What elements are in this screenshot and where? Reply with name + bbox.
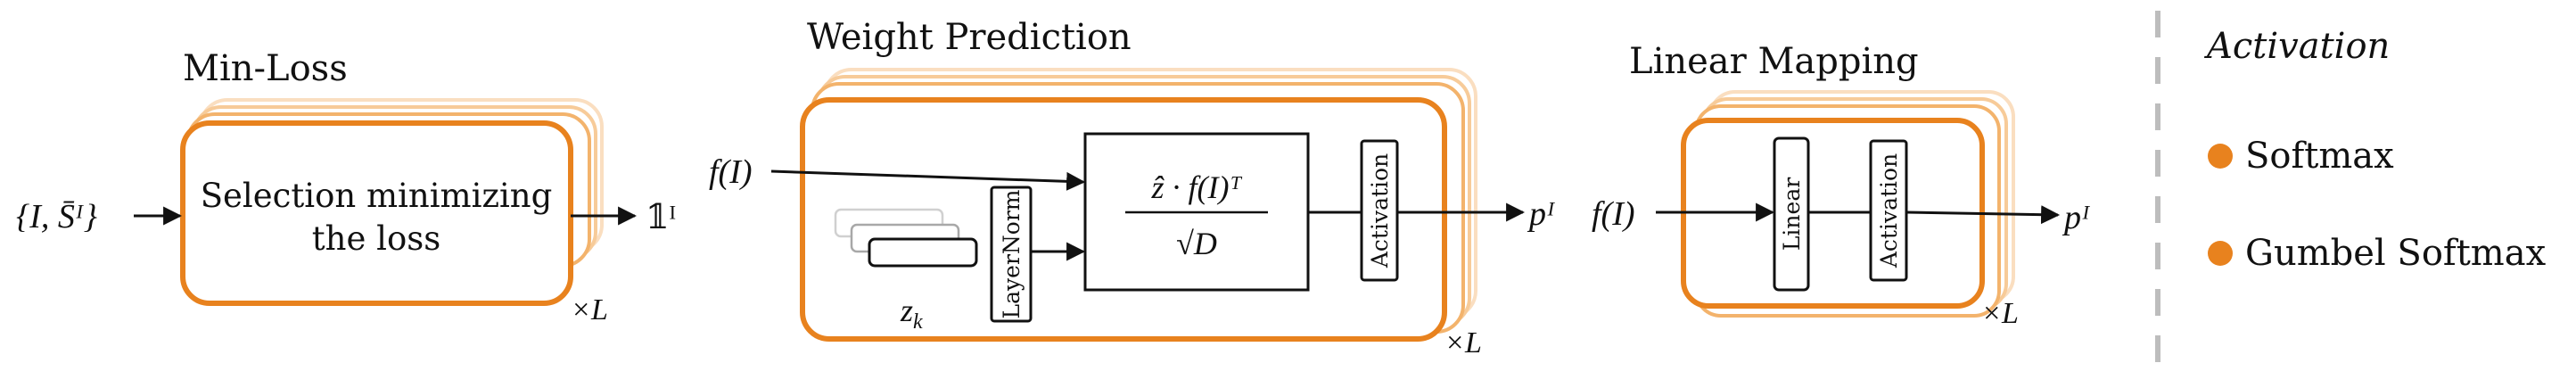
minloss-repeat-label: ×L [571,293,608,326]
legend-title: Activation [2203,26,2390,67]
linear-section: Linear Mapping f(I) Linear Activation pᴵ… [1592,41,2090,330]
weight-input-label: f(I) [709,153,753,191]
zk-label: zk [900,293,923,334]
weight-repeat-label: ×L [1444,326,1482,359]
weight-section: Weight Prediction f(I) zk LayerNorm ẑ · … [709,17,1555,359]
legend-item-softmax: Softmax [2245,136,2394,177]
linear-activation-box [1869,139,1908,282]
legend-gumbel-dot [2208,241,2233,266]
linear-repeat-label: ×L [1981,297,2019,330]
linear-output-arrow [1905,205,2061,225]
layernorm-box [990,186,1033,323]
linear-activation-label: Activation [1876,153,1902,268]
minloss-input-label: {I, S̄ᴵ} [16,198,97,235]
linear-layer-box [1773,136,1810,292]
minloss-output-label: 𝟙ᴵ [646,199,676,236]
weight-output-label: pᴵ [1527,195,1555,233]
minloss-box-line2: the loss [312,219,440,258]
layernorm-label: LayerNorm [999,189,1025,318]
weight-activation-label: Activation [1367,153,1393,268]
weight-title: Weight Prediction [807,17,1132,58]
weight-activation-box [1360,139,1399,282]
minloss-box-line1: Selection minimizing [201,177,553,215]
legend-softmax-dot [2208,144,2233,169]
weight-input-arrow [770,169,1086,191]
linear-title: Linear Mapping [1629,41,1919,82]
legend-item-gumbel: Gumbel Softmax [2245,233,2547,274]
minloss-box [180,120,573,306]
linear-layer-label: Linear [1779,177,1805,251]
minloss-title: Min-Loss [183,48,348,89]
formula-denominator: √D [1176,226,1217,261]
linear-output-label: pᴵ [2062,199,2090,236]
formula-numerator: ẑ · f(I)ᵀ [1151,169,1243,205]
legend: Activation Softmax Gumbel Softmax [2203,26,2547,274]
zk-card [868,237,978,268]
minloss-section: Min-Loss Selection minimizing the loss {… [16,48,676,326]
linear-input-label: f(I) [1592,195,1635,233]
